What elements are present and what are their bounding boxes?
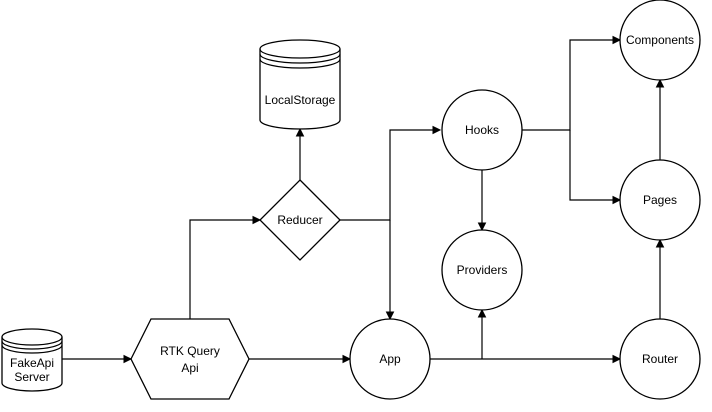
arrowhead-icon bbox=[432, 125, 442, 135]
node-label: Providers bbox=[457, 263, 508, 277]
node-label: Hooks bbox=[465, 123, 499, 137]
arrowhead-icon bbox=[477, 222, 487, 232]
node-label-line1: RTK Query bbox=[160, 344, 220, 358]
circle-shape bbox=[441, 229, 523, 311]
circle-shape bbox=[349, 318, 431, 400]
edge-hooks-to-components bbox=[522, 39, 613, 131]
arrowhead-icon bbox=[655, 78, 665, 88]
edges bbox=[62, 35, 665, 364]
node-label-line2: Api bbox=[181, 361, 198, 375]
arrowhead-icon bbox=[385, 311, 395, 321]
arrowhead-icon bbox=[612, 195, 622, 205]
edge-rtkquery-to-reducer bbox=[189, 219, 253, 319]
node-hooks: Hooks bbox=[441, 89, 523, 171]
node-rtk-query-api: RTK Query Api bbox=[130, 318, 250, 400]
node-reducer: Reducer bbox=[259, 179, 341, 261]
database-icon bbox=[259, 39, 341, 130]
node-app: App bbox=[349, 318, 431, 400]
hexagon-shape bbox=[130, 318, 250, 400]
node-label: Router bbox=[642, 352, 678, 366]
node-label: App bbox=[379, 352, 401, 366]
node-label-line2: Server bbox=[14, 370, 49, 384]
circle-shape bbox=[441, 89, 523, 171]
circle-shape bbox=[619, 159, 701, 241]
node-providers: Providers bbox=[441, 229, 523, 311]
node-label: Components bbox=[626, 33, 694, 47]
arrowhead-icon bbox=[477, 308, 487, 318]
arrowhead-icon bbox=[342, 354, 352, 364]
edge-hooks-to-pages bbox=[569, 130, 613, 201]
edge-reducer-to-hooks bbox=[340, 129, 433, 221]
node-router: Router bbox=[619, 318, 701, 400]
arrowhead-icon bbox=[123, 354, 133, 364]
node-fakeapi-server: FakeApi Server bbox=[1, 328, 63, 392]
node-label-line1: FakeApi bbox=[10, 356, 54, 370]
diamond-shape bbox=[259, 179, 341, 261]
node-label: Pages bbox=[643, 193, 677, 207]
node-label: Reducer bbox=[277, 213, 322, 227]
arrowhead-icon bbox=[655, 238, 665, 248]
database-rim bbox=[259, 48, 341, 69]
arrowhead-icon bbox=[612, 35, 622, 45]
node-pages: Pages bbox=[619, 159, 701, 241]
arrowhead-icon bbox=[295, 127, 305, 137]
node-label: LocalStorage bbox=[265, 93, 336, 107]
node-localstorage: LocalStorage bbox=[259, 39, 341, 130]
circle-shape bbox=[619, 318, 701, 400]
arrowhead-icon bbox=[612, 354, 622, 364]
arrowhead-icon bbox=[252, 215, 262, 225]
node-components: Components bbox=[619, 0, 701, 81]
database-rim bbox=[1, 336, 63, 354]
circle-shape bbox=[619, 0, 701, 81]
